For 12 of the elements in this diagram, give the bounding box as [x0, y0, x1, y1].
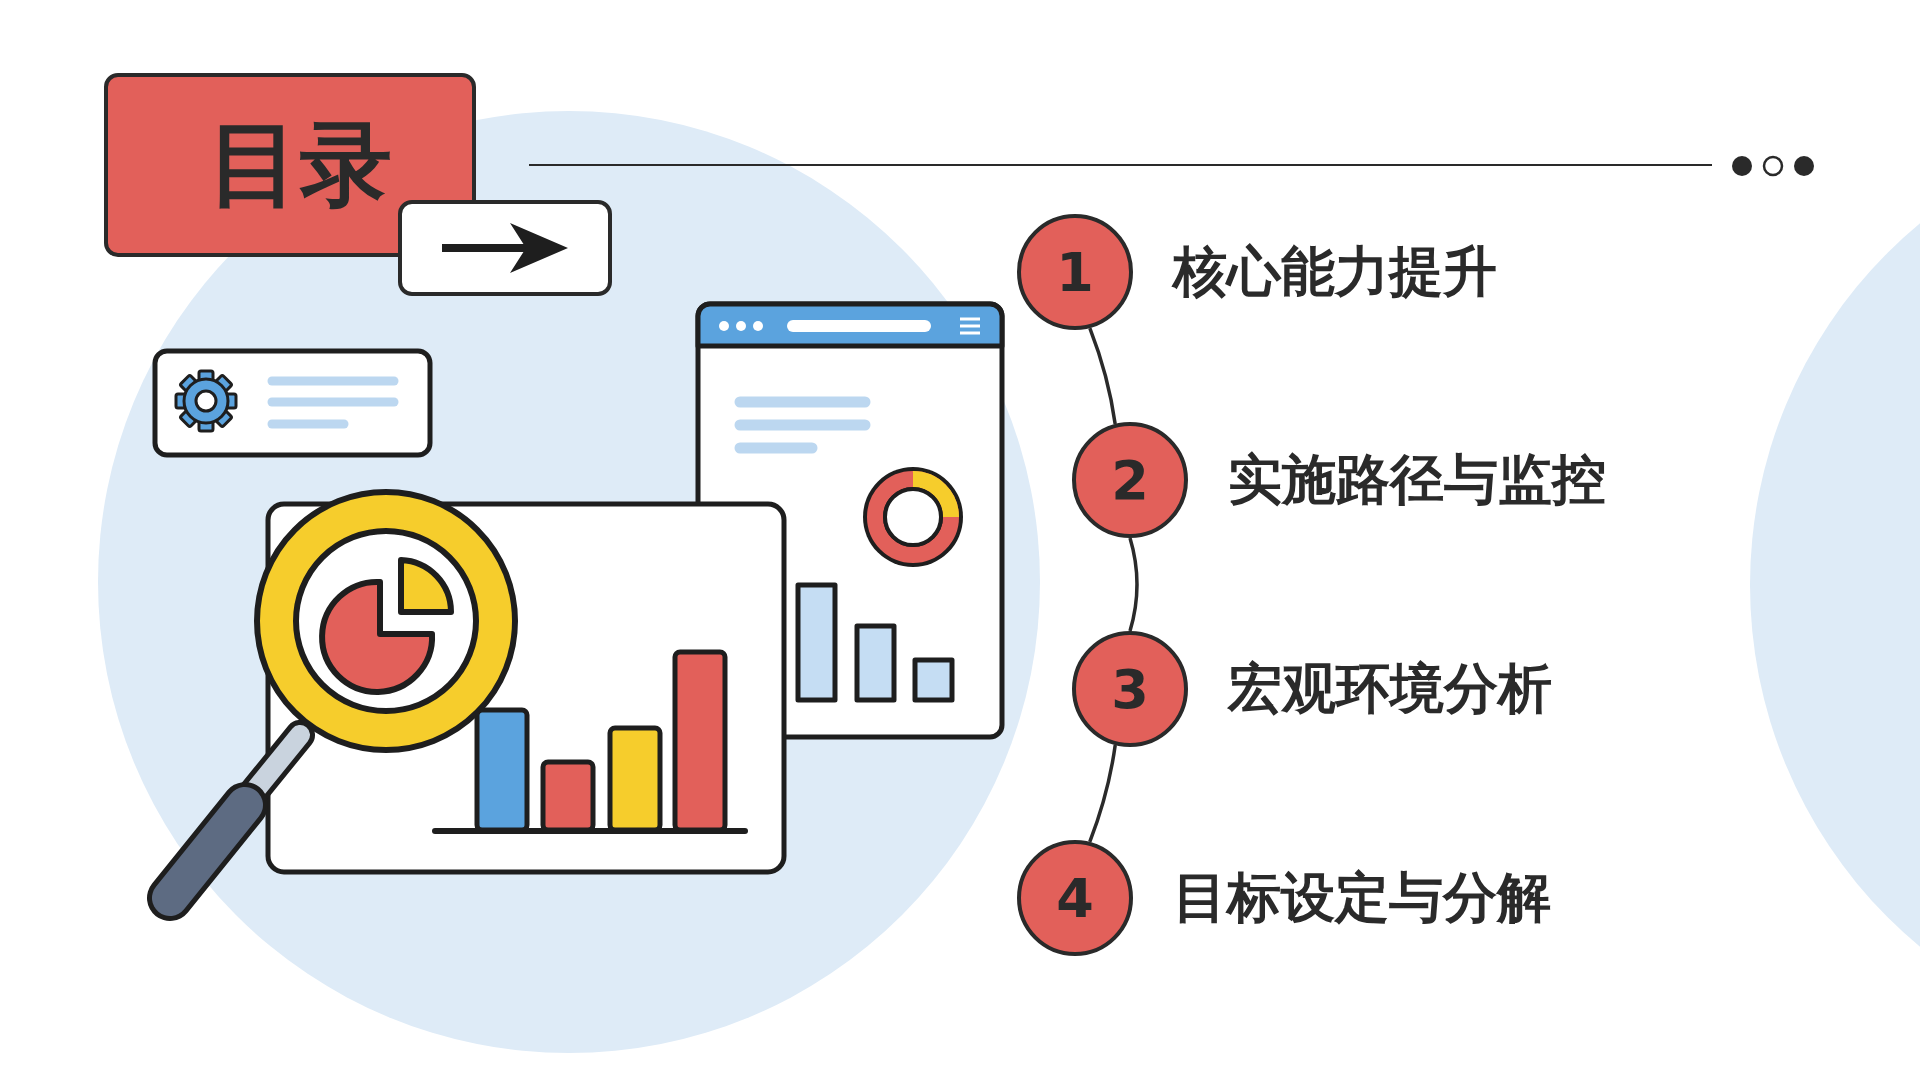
section-title: 核心能力提升 [1173, 245, 1497, 299]
connector-line [1088, 327, 1117, 425]
section-title: 宏观环境分析 [1228, 662, 1552, 716]
title-text: 目录 [208, 119, 392, 211]
step-number: 2 [1111, 448, 1149, 512]
step-number: 1 [1056, 240, 1094, 304]
connector-line [1088, 744, 1117, 843]
section-title: 目标设定与分解 [1173, 871, 1551, 925]
section-title: 实施路径与监控 [1228, 453, 1606, 507]
connector-line [1128, 537, 1139, 632]
step-number: 4 [1056, 866, 1094, 930]
step-number: 3 [1111, 657, 1149, 721]
